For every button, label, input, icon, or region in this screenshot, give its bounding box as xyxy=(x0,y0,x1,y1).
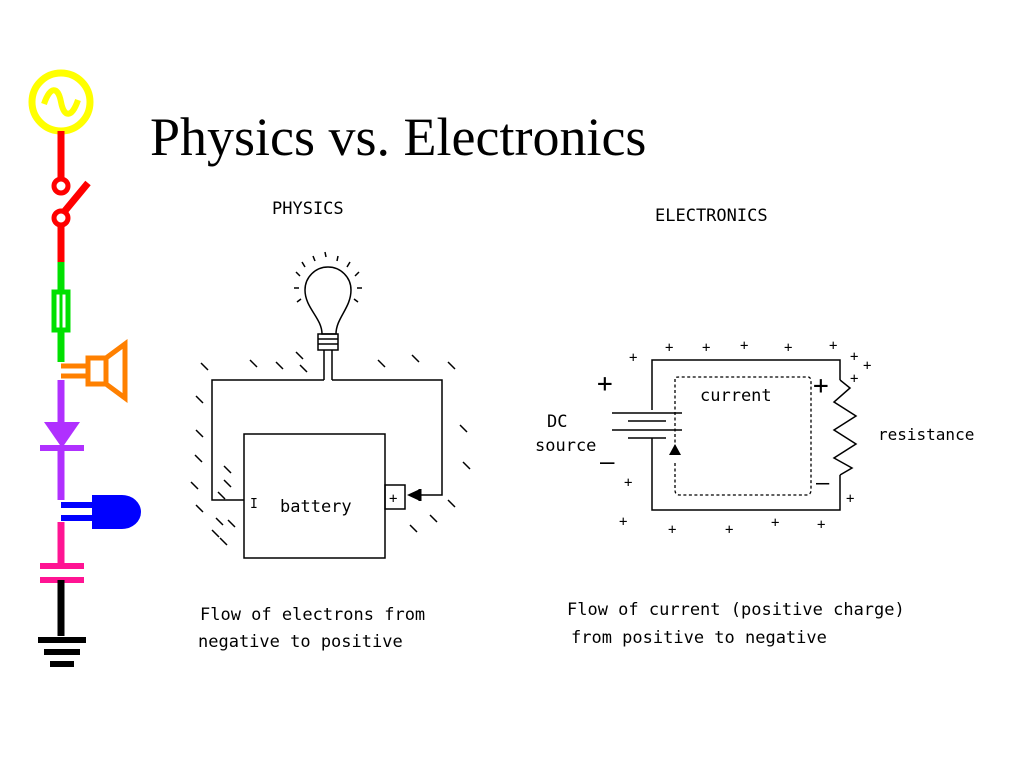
resistor-plus-sign: + xyxy=(813,371,829,401)
charge-mark: + xyxy=(829,338,837,354)
physics-heading: PHYSICS xyxy=(272,199,344,219)
speaker-icon xyxy=(61,339,128,403)
switch-icon xyxy=(51,131,91,262)
capacitor-icon xyxy=(40,522,84,636)
dc-source-icon xyxy=(612,412,682,439)
charge-mark: + xyxy=(846,491,854,507)
battery-icon xyxy=(243,433,422,559)
light-bulb-icon xyxy=(294,251,362,380)
charge-mark: + xyxy=(702,340,710,356)
resistance-label: resistance xyxy=(878,425,974,444)
charge-mark: + xyxy=(850,371,858,387)
electron-flow-marks xyxy=(190,351,471,546)
ac-source-icon xyxy=(28,69,94,135)
source-minus-sign: – xyxy=(600,448,615,476)
charge-mark: + xyxy=(725,522,733,538)
current-label: current xyxy=(700,386,772,406)
charge-mark: + xyxy=(629,350,637,366)
source-plus-sign: + xyxy=(597,369,613,399)
charge-mark: + xyxy=(665,340,673,356)
physics-circuit-wire xyxy=(211,379,443,501)
component-sidebar xyxy=(28,69,141,667)
led-icon xyxy=(61,495,141,529)
electronics-circuit-wire xyxy=(651,359,841,511)
diode-icon xyxy=(40,380,84,500)
charge-mark: + xyxy=(619,514,627,530)
charge-mark: + xyxy=(740,338,748,354)
negative-terminal-label: I xyxy=(250,497,258,512)
fuse-icon xyxy=(51,262,71,362)
physics-caption-line1: Flow of electrons from xyxy=(200,605,425,625)
charge-mark: + xyxy=(624,475,632,491)
current-flow-loop xyxy=(669,376,812,496)
charge-mark: + xyxy=(863,358,871,374)
charge-mark: + xyxy=(817,517,825,533)
battery-label: battery xyxy=(280,497,352,517)
positive-charge-marks: + + + + + + + + + + + + + + + + xyxy=(619,338,871,538)
charge-mark: + xyxy=(771,515,779,531)
charge-mark: + xyxy=(850,349,858,365)
physics-diagram: PHYSICS xyxy=(190,199,471,652)
positive-terminal-label: + xyxy=(389,491,397,507)
electronics-caption-line2: from positive to negative xyxy=(571,628,827,648)
dc-source-label-line2: source xyxy=(535,436,596,456)
electronics-caption-line1: Flow of current (positive charge) xyxy=(567,600,905,620)
resistor-minus-sign: – xyxy=(816,471,830,496)
electronics-diagram: ELECTRONICS current resistance DC source… xyxy=(535,206,974,648)
charge-mark: + xyxy=(668,522,676,538)
dc-source-label-line1: DC xyxy=(547,412,567,432)
ground-icon xyxy=(38,637,86,667)
charge-mark: + xyxy=(784,340,792,356)
electronics-heading: ELECTRONICS xyxy=(655,206,768,226)
physics-caption-line2: negative to positive xyxy=(198,632,403,652)
page-title: Physics vs. Electronics xyxy=(150,107,646,167)
resistor-icon xyxy=(832,379,858,476)
